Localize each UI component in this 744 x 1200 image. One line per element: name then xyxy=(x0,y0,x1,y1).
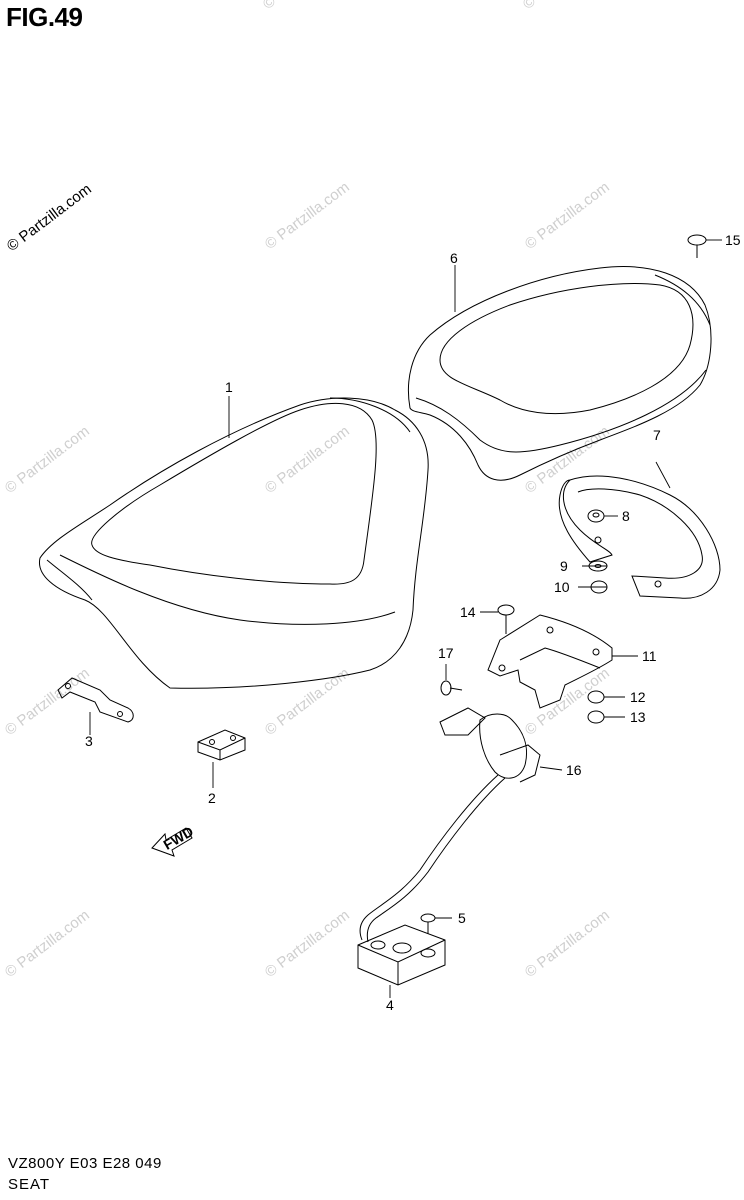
diagram-caption: SEAT xyxy=(8,1176,51,1193)
front-seat-part xyxy=(39,397,429,689)
lock-cable-part xyxy=(359,707,541,943)
callout-9: 9 xyxy=(560,558,568,574)
callout-16: 16 xyxy=(566,762,582,778)
bolt-14-part xyxy=(497,604,515,634)
bolt-17-part xyxy=(440,680,463,696)
callout-4: 4 xyxy=(386,997,394,1013)
lock-bracket-part xyxy=(487,614,613,709)
rear-seat-part xyxy=(407,266,712,481)
cable-holder-part xyxy=(357,924,446,986)
callout-12: 12 xyxy=(630,689,646,705)
diagram-code: VZ800Y E03 E28 049 xyxy=(8,1155,162,1172)
nut-13-part xyxy=(587,710,605,724)
bolt-15-part xyxy=(687,234,707,258)
callout-7: 7 xyxy=(653,427,661,443)
callout-8: 8 xyxy=(622,508,630,524)
callout-6: 6 xyxy=(450,250,458,266)
callout-10: 10 xyxy=(554,579,570,595)
hook-bracket-part xyxy=(57,677,134,723)
callout-17: 17 xyxy=(438,645,454,661)
callout-2: 2 xyxy=(208,790,216,806)
nut-12-part xyxy=(587,690,605,704)
callout-3: 3 xyxy=(85,733,93,749)
callout-1: 1 xyxy=(225,379,233,395)
figure-title: FIG.49 xyxy=(6,2,83,32)
clip-part xyxy=(197,729,246,761)
leader-lines xyxy=(89,239,722,998)
forward-label: FWD xyxy=(160,823,196,853)
screw-5-part xyxy=(420,913,436,934)
forward-direction-arrow: FWD xyxy=(151,823,196,857)
callout-15: 15 xyxy=(725,232,741,248)
callout-5: 5 xyxy=(458,910,466,926)
callout-11: 11 xyxy=(642,648,657,664)
seat-belt-part xyxy=(558,475,721,599)
nut-8-part xyxy=(587,509,605,523)
callout-13: 13 xyxy=(630,709,646,725)
callout-14: 14 xyxy=(460,604,476,620)
